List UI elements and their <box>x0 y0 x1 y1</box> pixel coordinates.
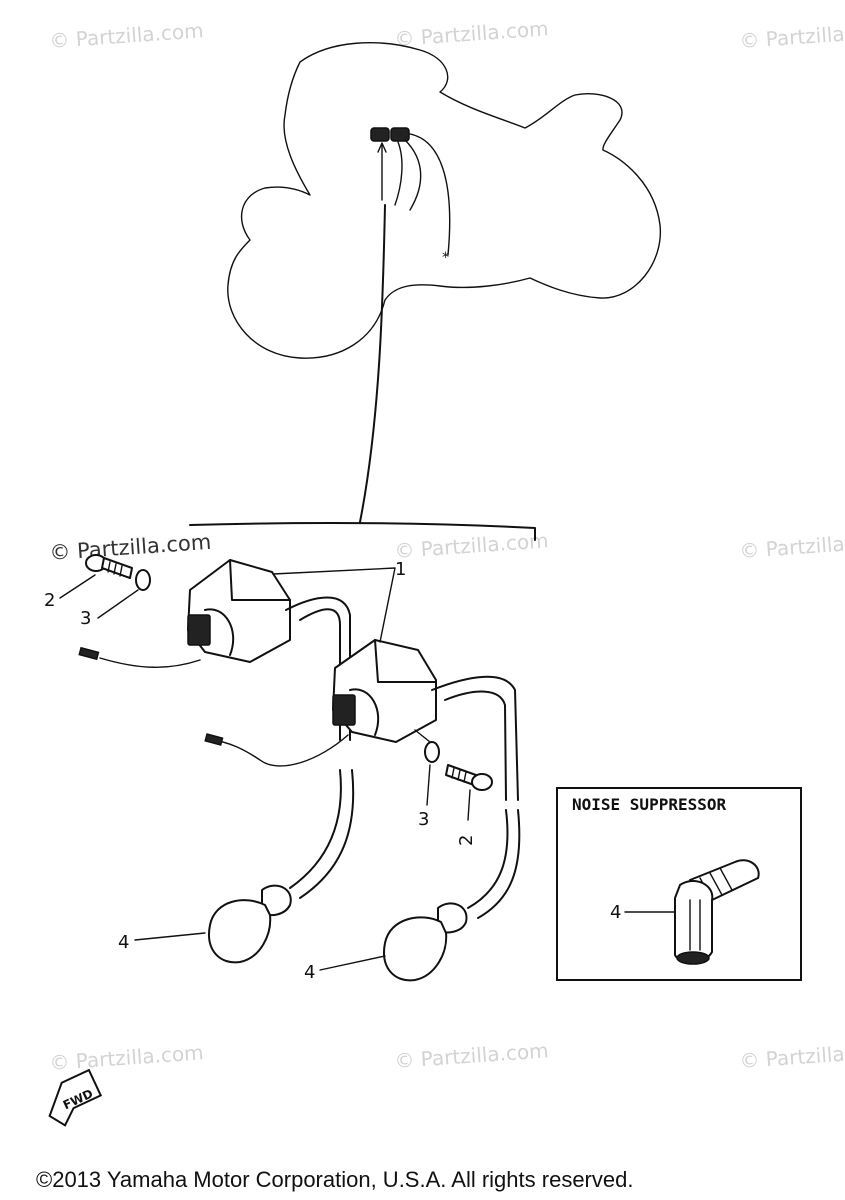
callout-4-inset: 4 <box>610 902 621 923</box>
washer-left <box>135 569 151 591</box>
copyright-text: ©2013 Yamaha Motor Corporation, U.S.A. A… <box>36 1167 633 1192</box>
watermark: © Partzilla.com <box>49 530 212 565</box>
watermark: © Partzilla.com <box>394 1038 550 1073</box>
ignition-coil-right <box>204 639 519 801</box>
watermark: © Partzilla.com <box>739 1038 845 1073</box>
leader-4-left <box>134 932 206 941</box>
bolt-right <box>445 764 493 791</box>
watermark: © Partzilla.com <box>49 18 205 53</box>
leader-2-right <box>467 789 471 821</box>
leader-3-left <box>97 589 139 619</box>
leader-3-right <box>426 764 431 806</box>
watermark: © Partzilla.com <box>394 528 550 563</box>
callout-2-right: 2 <box>456 835 477 846</box>
ignition-coil-left <box>78 559 351 741</box>
watermark: © Partzilla.com <box>739 528 845 563</box>
leader-washer-right <box>414 729 431 743</box>
leader-2-left <box>59 574 96 599</box>
leader-1 <box>272 567 396 643</box>
inset-title: NOISE SUPPRESSOR <box>572 795 726 814</box>
washer-right <box>424 741 440 763</box>
fwd-arrow-icon: FWD <box>48 1068 103 1127</box>
bolt-left <box>85 554 133 579</box>
callout-4-right: 4 <box>304 962 315 983</box>
marker-asterisk: * <box>442 250 449 266</box>
connector-icon <box>390 127 410 142</box>
leader-4-right <box>319 955 386 971</box>
callout-4-left: 4 <box>118 932 129 953</box>
plug-cap-right <box>383 902 468 982</box>
plug-lead-left <box>289 769 342 889</box>
main-cable <box>359 204 386 523</box>
callout-2-left: 2 <box>44 590 55 611</box>
watermark: © Partzilla.com <box>49 1040 205 1075</box>
noise-suppressor-inset: NOISE SUPPRESSOR <box>556 787 802 981</box>
watermarks: © Partzilla.com © Partzilla.com © Partzi… <box>49 16 845 1075</box>
callout-3-right: 3 <box>418 809 429 830</box>
motorcycle-outline: * <box>227 42 661 359</box>
watermark: © Partzilla.com <box>739 18 845 53</box>
callout-1: 1 <box>395 559 406 580</box>
plug-lead-right <box>467 809 509 909</box>
mounting-bracket-line <box>189 522 536 541</box>
callout-3-left: 3 <box>80 608 91 629</box>
connector-icon <box>370 127 390 142</box>
watermark: © Partzilla.com <box>394 16 550 51</box>
plug-cap-left <box>208 884 292 964</box>
plug-lead-right <box>477 809 521 919</box>
plug-lead-left <box>299 769 355 899</box>
